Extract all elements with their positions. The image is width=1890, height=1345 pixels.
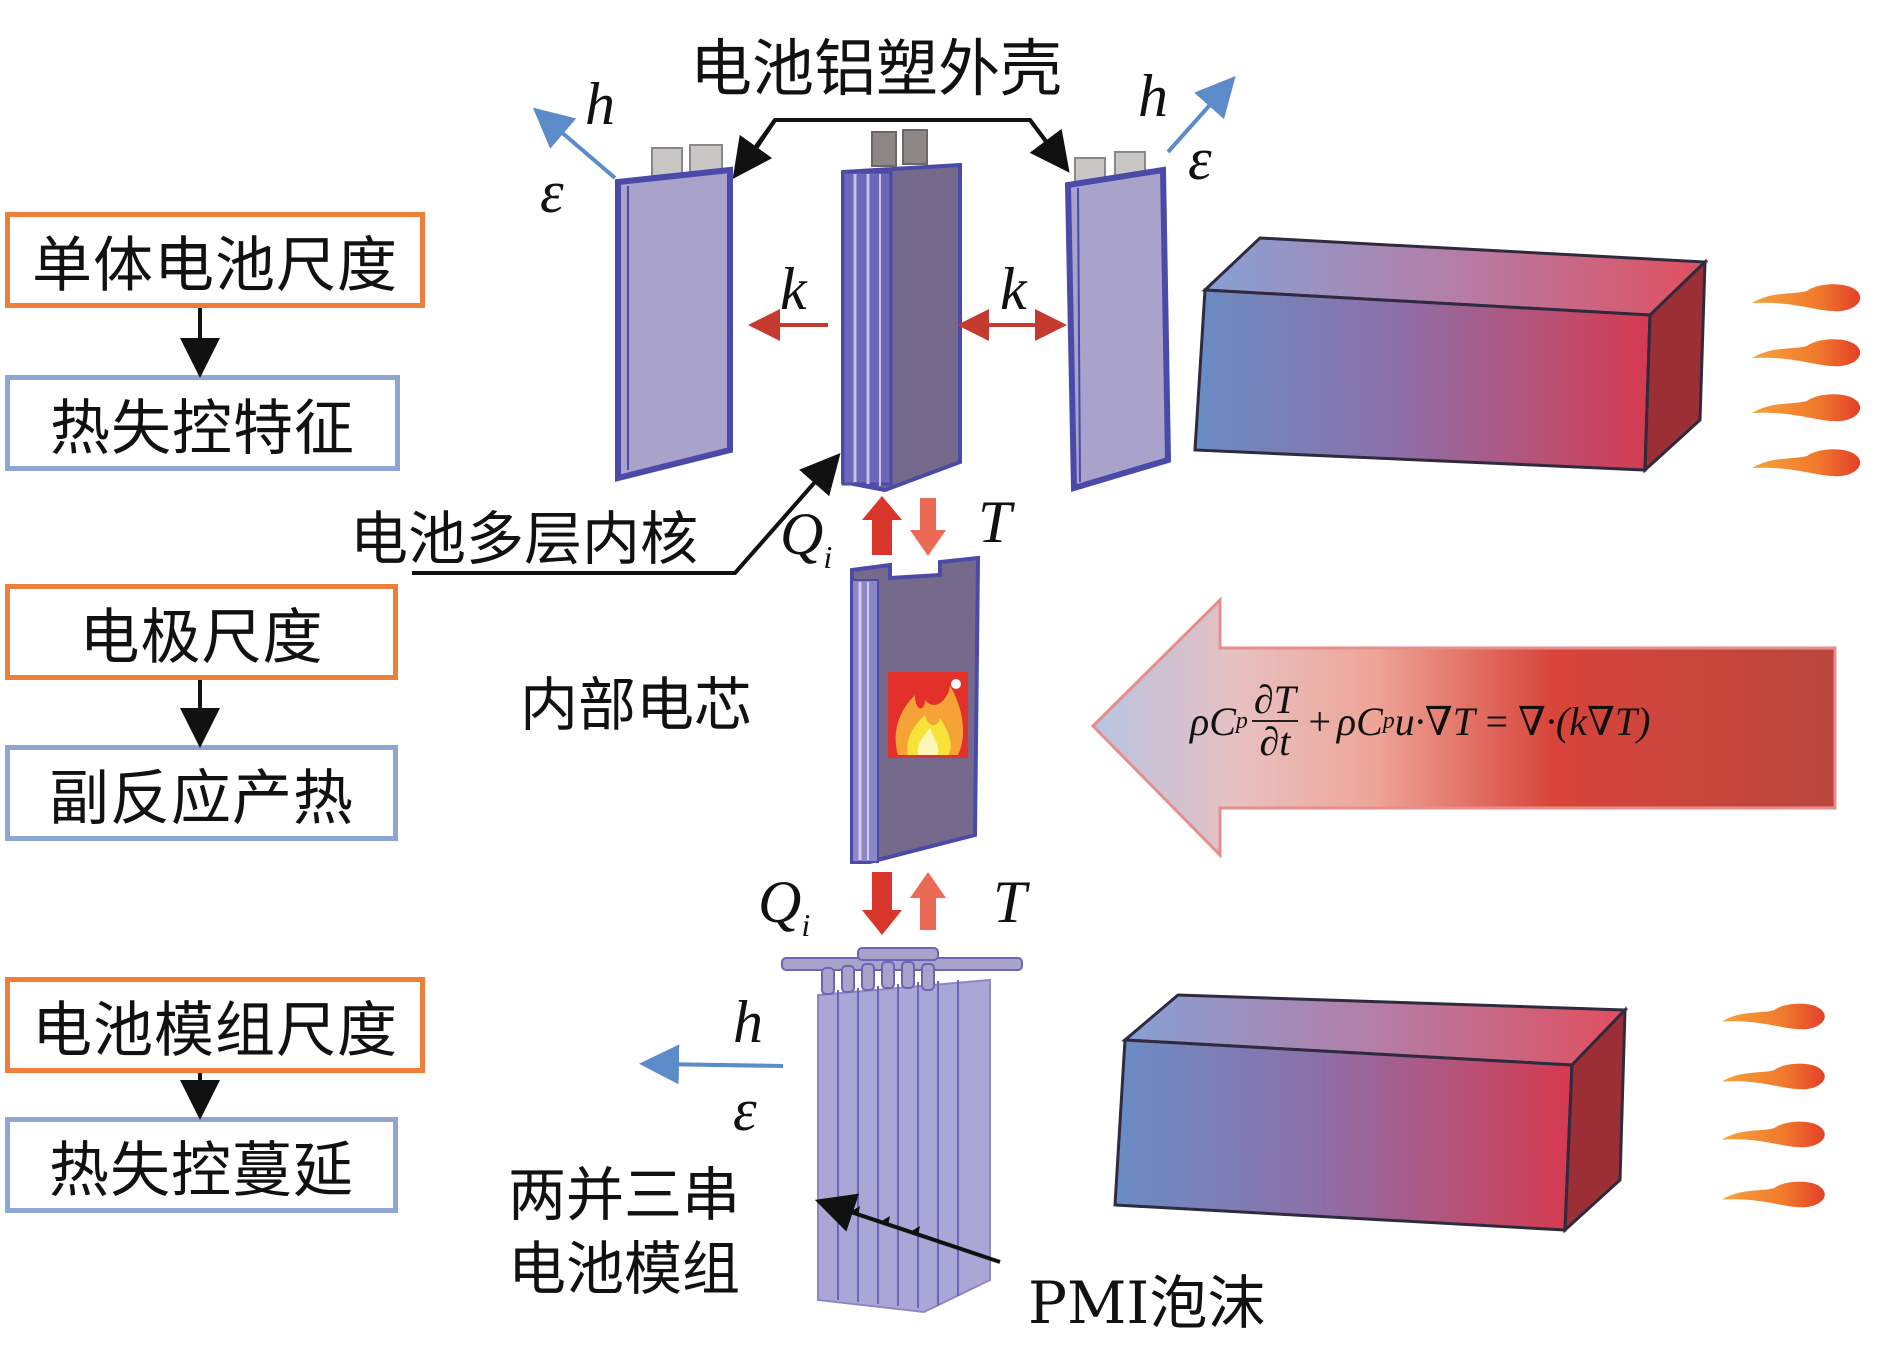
- result-label: 热失控特征: [50, 393, 355, 464]
- fire-icon: [888, 672, 968, 758]
- label-module: 电池模组: [508, 1235, 741, 1303]
- result-box-thermal-runaway-features: 热失控特征: [5, 375, 400, 471]
- heat-block-upper: [1193, 236, 1709, 474]
- symbol-Qi-bottom: Qi: [758, 868, 810, 944]
- battery-module: [781, 947, 1023, 1314]
- internal-cell: [850, 555, 981, 864]
- symbol-Qi-top: Qi: [780, 500, 832, 576]
- symbol-h-left: h: [585, 71, 615, 137]
- label-pmi-foam: PMI泡沫: [1028, 1269, 1266, 1337]
- symbol-Q-sub: i: [801, 907, 811, 943]
- symbol-T-bottom: T: [993, 869, 1027, 935]
- flame-icon: [1722, 1063, 1825, 1090]
- pouch-cell-right: [1064, 151, 1172, 493]
- pouch-shell-pointer: [732, 118, 1070, 180]
- heat-flux-arrow-down-bottom: [862, 872, 902, 935]
- symbol-h-right: h: [1138, 63, 1168, 129]
- eq-p: p: [1235, 707, 1248, 734]
- scale-box-battery-module: 电池模组尺度: [5, 977, 425, 1073]
- scale-box-single-cell: 单体电池尺度: [5, 212, 425, 308]
- label-multilayer-core: 电池多层内核: [350, 505, 699, 573]
- symbol-k-right: k: [1000, 256, 1027, 322]
- eq-equals: =: [1482, 698, 1510, 744]
- blue-arrow-h-module: [639, 1044, 784, 1085]
- symbol-k-left: k: [780, 256, 807, 322]
- flame-icon: [1752, 394, 1861, 422]
- flame-group-upper: [1752, 284, 1861, 477]
- symbol-epsilon-left: ε: [540, 159, 564, 225]
- eq-plus: +: [1305, 698, 1333, 744]
- flame-group-lower: [1722, 1003, 1825, 1208]
- scale-label: 电极尺度: [79, 602, 324, 673]
- result-label: 热失控蔓延: [49, 1135, 354, 1206]
- heat-block-lower: [1113, 993, 1629, 1234]
- pmi-foam-pointer: [814, 1193, 1001, 1264]
- symbol-epsilon-module: ε: [733, 1077, 757, 1143]
- eq-advection: u·∇T: [1394, 698, 1475, 744]
- symbol-Q: Q: [758, 869, 802, 935]
- eq-rhs: ∇·(k∇T): [1517, 698, 1651, 744]
- flame-icon: [1722, 1003, 1825, 1030]
- symbol-Q-sub: i: [823, 539, 833, 575]
- result-label: 副反应产热: [49, 763, 354, 834]
- eq-p2: p: [1382, 707, 1395, 734]
- flame-icon: [1722, 1181, 1825, 1208]
- label-pouch-shell: 电池铝塑外壳: [690, 32, 1063, 105]
- symbol-T-top: T: [978, 489, 1012, 555]
- scale-box-electrode: 电极尺度: [5, 584, 398, 680]
- pouch-cell-left: [615, 144, 733, 482]
- flame-icon: [1752, 449, 1861, 477]
- flame-icon: [1752, 339, 1861, 367]
- flame-icon: [1752, 284, 1861, 312]
- eq-rhoC: ρC: [1336, 698, 1383, 744]
- eq-rho: ρ: [1190, 698, 1210, 744]
- eq-C: C: [1209, 698, 1236, 744]
- scale-label: 电池模组尺度: [32, 995, 398, 1066]
- label-internal-cell: 内部电芯: [520, 671, 753, 739]
- temperature-arrow-up-bottom: [910, 872, 946, 930]
- label-module-config: 两并三串: [508, 1161, 741, 1229]
- result-box-thermal-runaway-propagation: 热失控蔓延: [5, 1117, 398, 1213]
- eq-dT: ∂T: [1251, 677, 1298, 722]
- flame-icon: [1722, 1121, 1825, 1148]
- scale-label: 单体电池尺度: [32, 230, 398, 301]
- temperature-arrow-down-top: [910, 498, 946, 556]
- eq-time-derivative: ∂T ∂t: [1251, 677, 1298, 764]
- symbol-epsilon-right: ε: [1188, 126, 1212, 192]
- heat-flux-arrow-up-top: [862, 496, 902, 555]
- result-box-side-reaction-heat: 副反应产热: [5, 745, 398, 841]
- multilayer-core-cell: [841, 129, 962, 493]
- symbol-h-module: h: [733, 989, 763, 1055]
- eq-dt: ∂t: [1259, 719, 1291, 764]
- symbol-Q: Q: [780, 501, 824, 567]
